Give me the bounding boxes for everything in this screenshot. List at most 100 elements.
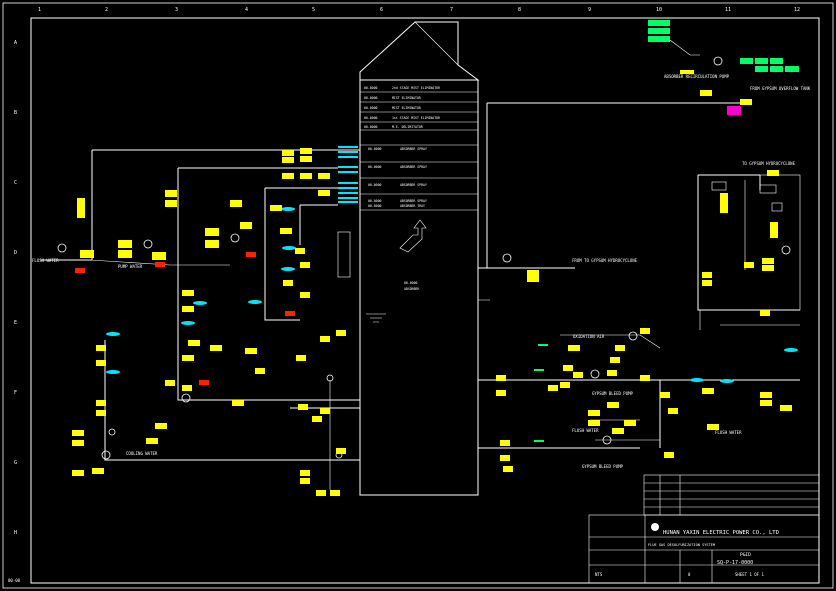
instrument-tag bbox=[588, 420, 600, 426]
instrument-tag bbox=[282, 150, 294, 156]
tower-level-code: 00-0000 bbox=[364, 116, 378, 120]
instrument-tag bbox=[700, 90, 712, 96]
gypsum-slurry-tag bbox=[727, 106, 741, 115]
instrument-tag bbox=[300, 292, 310, 298]
instrument-tag bbox=[762, 258, 774, 264]
row-label: E bbox=[14, 320, 17, 326]
instrument-tag bbox=[300, 148, 312, 154]
pump-icon bbox=[602, 435, 612, 445]
instrument-tag bbox=[760, 392, 772, 398]
bleed-pump-bottom-label: GYPSUM BLEED PUMP bbox=[582, 464, 624, 469]
instrument-tag bbox=[527, 276, 539, 282]
instrument-tag bbox=[588, 410, 600, 416]
instrument-tag bbox=[610, 357, 620, 363]
hydrocyclone-frame bbox=[697, 174, 801, 311]
col-label: 8 bbox=[518, 7, 521, 13]
instrument-tag bbox=[496, 390, 506, 396]
instrument-tag bbox=[318, 190, 330, 196]
tower-level-code: 00-0000 bbox=[368, 199, 382, 203]
instrument-tag bbox=[146, 438, 158, 444]
hydrocyclone-mid-label: FROM TO GYPSUM HYDROCYCLONE bbox=[572, 258, 638, 263]
col-label: 1 bbox=[38, 7, 41, 13]
instrument-tag bbox=[527, 270, 539, 276]
scale: NTS bbox=[595, 572, 603, 577]
drawing-title: P&ID bbox=[740, 552, 751, 558]
tower-level-text: ABSORBER SPRAY bbox=[400, 165, 427, 169]
pump-icon bbox=[181, 393, 191, 403]
spray-nozzle-headers bbox=[338, 146, 358, 203]
pump-icon bbox=[143, 239, 153, 249]
flush-water-mid-label: FLUSH WATER bbox=[572, 428, 599, 433]
hydrocyclone-top-label: TO GYPSUM HYDROCYCLONE bbox=[742, 161, 796, 166]
tower-level-code: 00-0000 bbox=[364, 106, 378, 110]
row-label: D bbox=[14, 250, 17, 256]
instrument-tag bbox=[270, 205, 282, 211]
instrument-tag bbox=[300, 156, 312, 162]
instrument-tag bbox=[232, 400, 244, 406]
instrument-tag bbox=[205, 240, 219, 248]
instrument-tag bbox=[230, 200, 242, 207]
instrument-tag bbox=[660, 392, 670, 398]
recirc-pump-label: ABSORBER RECIRCULATION PUMP bbox=[664, 74, 730, 79]
instrument-tag bbox=[664, 452, 674, 458]
instrument-tag bbox=[255, 368, 265, 374]
valve-icon bbox=[108, 428, 116, 436]
row-label: C bbox=[14, 180, 17, 186]
instrument-tag bbox=[316, 490, 326, 496]
tower-level-code: 00-0000 bbox=[368, 183, 382, 187]
tower-level-text: 2nd STAGE MIST ELIMINATOR bbox=[392, 86, 440, 90]
col-label: 2 bbox=[105, 7, 108, 13]
liquid-level-icon bbox=[366, 313, 386, 323]
instrument-tag bbox=[96, 360, 106, 366]
instrument-tag bbox=[77, 198, 85, 218]
instrument-tag bbox=[568, 345, 580, 351]
pump-icon bbox=[713, 56, 723, 66]
instrument-tag bbox=[560, 382, 570, 388]
instrument-tag bbox=[96, 410, 106, 416]
instrument-tag bbox=[336, 448, 346, 454]
instrument-tag bbox=[182, 355, 194, 361]
instrument-tag bbox=[118, 250, 132, 258]
absorber-label: ABSORBER bbox=[404, 287, 419, 291]
instrument-tag bbox=[563, 365, 573, 371]
instrument-tag bbox=[607, 402, 619, 408]
tower-level-code: 00-0000 bbox=[368, 165, 382, 169]
col-label: 10 bbox=[656, 7, 662, 13]
tower-level-text: MIST ELIMINATOR bbox=[392, 106, 421, 110]
bleed-pump-top-label: GYPSUM BLEED PUMP bbox=[592, 391, 634, 396]
instrument-tag bbox=[245, 348, 257, 354]
instrument-tags bbox=[72, 90, 792, 496]
cooling-water-label: COOLING WATER bbox=[126, 451, 158, 456]
col-label: 6 bbox=[380, 7, 383, 13]
signal-markers bbox=[534, 344, 548, 442]
tower-level-text: M.E. DELIMITATOR bbox=[392, 125, 423, 129]
pump-icon bbox=[590, 369, 600, 379]
instrument-tag bbox=[500, 440, 510, 446]
instrument-tag bbox=[702, 388, 714, 394]
tower-level-code: 00-0000 bbox=[368, 204, 382, 208]
instrument-tag bbox=[707, 424, 719, 430]
valve-icon bbox=[326, 374, 334, 382]
tower-level-text: ABSORBER SPRAY bbox=[400, 147, 427, 151]
pumps bbox=[57, 56, 791, 460]
instrument-tag bbox=[780, 405, 792, 411]
instrument-tag bbox=[182, 290, 194, 296]
instrument-tag bbox=[72, 470, 84, 476]
instrument-tag bbox=[744, 262, 754, 268]
recirculation-pump-group bbox=[648, 20, 799, 74]
instrument-tag bbox=[300, 262, 310, 268]
instrument-tag bbox=[165, 200, 177, 207]
pump-icon bbox=[781, 245, 791, 255]
flush-water-left-label: FLUSH WATER bbox=[32, 258, 59, 263]
instrument-tag bbox=[573, 372, 583, 378]
instrument-tag bbox=[740, 99, 752, 105]
col-label: 9 bbox=[588, 7, 591, 13]
company-logo-icon bbox=[651, 523, 659, 531]
corner-code: 00-00 bbox=[8, 578, 21, 583]
instrument-tag bbox=[240, 222, 252, 229]
tower-level-text: MIST ELIMINATOR bbox=[392, 96, 421, 100]
row-label: A bbox=[14, 40, 17, 46]
instrument-tag bbox=[720, 193, 728, 213]
